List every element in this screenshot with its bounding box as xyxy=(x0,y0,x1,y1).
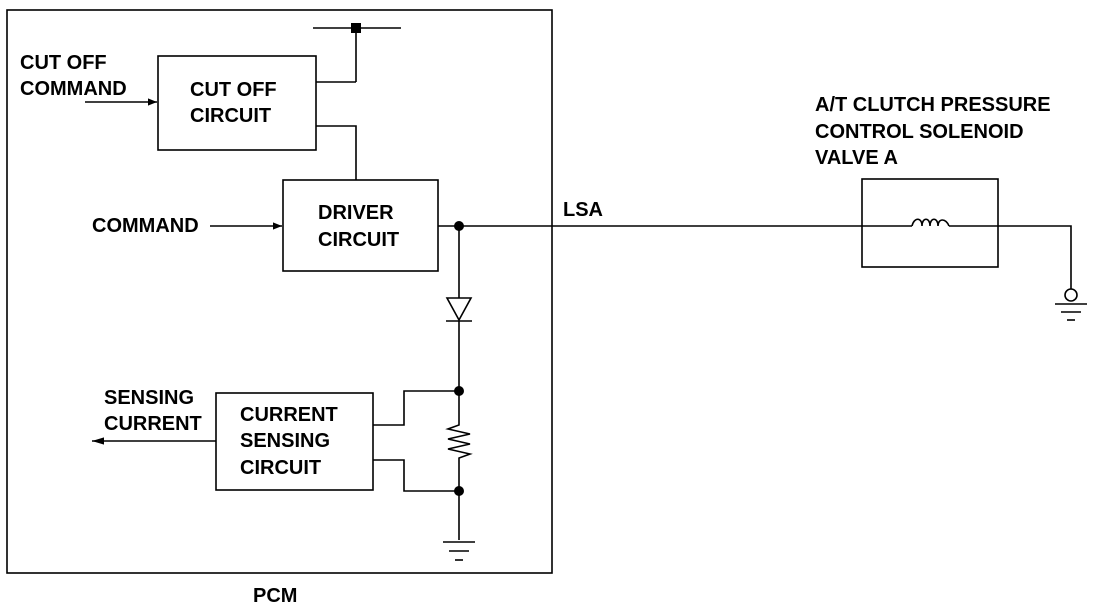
lsa-label: LSA xyxy=(563,199,603,221)
ground-symbol-icon xyxy=(443,541,475,561)
current-sensing-label-2: SENSING xyxy=(240,430,330,452)
resistor-icon xyxy=(445,420,473,464)
coil-icon xyxy=(911,218,950,227)
solenoid-label-1: A/T CLUTCH PRESSURE xyxy=(815,94,1051,116)
diode-icon xyxy=(445,297,473,322)
sense-lead-bottom xyxy=(373,459,459,492)
sense-lead-top xyxy=(373,390,459,426)
cut-off-to-driver-wire xyxy=(316,125,357,180)
cut-off-circuit-label-1: CUT OFF xyxy=(190,79,277,101)
cut-off-circuit-box xyxy=(157,55,317,151)
driver-circuit-label-2: CIRCUIT xyxy=(318,229,399,251)
sensing-current-label-2: CURRENT xyxy=(104,413,202,435)
solenoid-ground-wire xyxy=(949,225,1072,289)
cut-off-command-label-2: COMMAND xyxy=(20,78,127,100)
command-label: COMMAND xyxy=(92,215,199,237)
solenoid-box xyxy=(861,178,999,268)
pcm-label: PCM xyxy=(253,585,297,607)
driver-circuit-label-1: DRIVER xyxy=(318,202,394,224)
pcm-box xyxy=(6,9,553,574)
driver-circuit-box xyxy=(282,179,439,272)
cut-off-circuit-label-2: CIRCUIT xyxy=(190,105,271,127)
sensing-current-label-1: SENSING xyxy=(104,387,194,409)
current-sensing-label-1: CURRENT xyxy=(240,404,338,426)
solenoid-label-2: CONTROL SOLENOID xyxy=(815,121,1024,143)
solenoid-label-3: VALVE A xyxy=(815,147,898,169)
current-sensing-label-3: CIRCUIT xyxy=(240,457,321,479)
ground-symbol-icon xyxy=(1055,288,1087,321)
power-rail xyxy=(313,23,401,83)
cut-off-command-label-1: CUT OFF xyxy=(20,52,107,74)
